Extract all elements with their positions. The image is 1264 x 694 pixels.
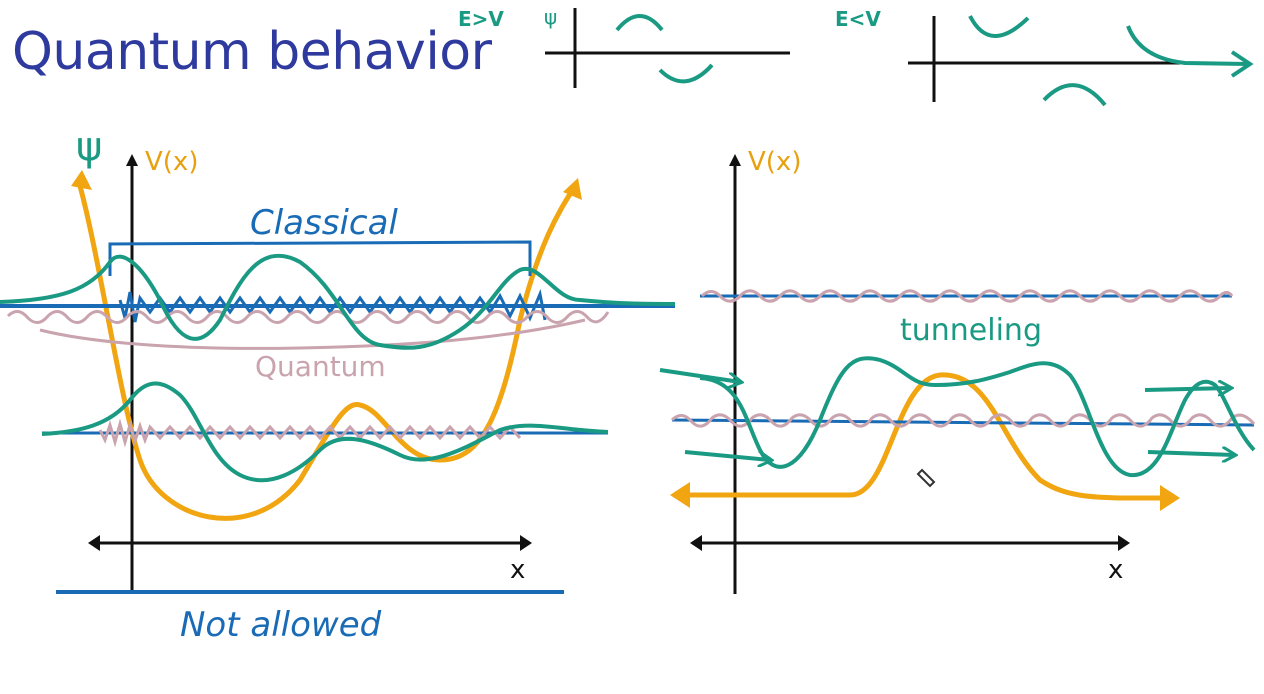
not-allowed-label: Not allowed [180,605,382,645]
left-panel: x V(x) ψ Classical Quantum Not allowed [0,124,676,645]
quantum-scribble-lower [98,418,522,448]
sketch-arrowhead [1230,50,1254,78]
slide-title: Quantum behavior [12,22,492,82]
pencil-cursor-icon [916,468,936,488]
x-axis-label: x [1108,555,1123,585]
barrier-arrow-left [670,482,690,508]
potential-barrier [678,372,1173,501]
wavefunction-upper [0,253,676,350]
sketch-condition-label: E<V [835,7,881,31]
potential-arrow-right [563,178,582,200]
incoming-arrow-upper [659,368,740,382]
vx-label: V(x) [748,147,801,177]
x-axis-arrow-left [690,535,702,551]
quantum-scribble-upper [700,289,1234,303]
energy-level-lower [671,418,1255,427]
classical-oscillation [118,288,547,323]
quantum-label: Quantum [255,350,386,383]
tunneling-wavefunction [699,356,1256,478]
quantum-scribble-upper [6,310,610,324]
sketch-wave-crest [615,14,664,32]
sketch-e-greater-v: E>V ψ [458,5,790,88]
psi-label: ψ [76,124,102,170]
barrier-arrow-right [1160,485,1180,511]
potential-arrow-left [71,170,92,190]
sketch-wave-bump [1042,83,1107,107]
classical-bracket [108,240,532,276]
classical-label: Classical [250,203,398,243]
outgoing-arrow-upper [1144,388,1230,390]
incoming-arrow-lower [684,450,770,460]
quantum-scribble-lower [670,413,1256,428]
sketch-psi-label: ψ [544,5,557,29]
x-axis-arrow-left [88,535,100,551]
right-panel: x V(x) tunneling [659,147,1256,594]
sketch-decay-arrow [1126,25,1249,66]
outgoing-arrow-lower [1147,452,1234,455]
x-axis-label: x [510,555,525,585]
vx-label: V(x) [145,147,198,177]
sketch-wave-trough [658,63,714,84]
sketch-condition-label: E>V [458,7,504,31]
sketch-wave-dip [968,15,1030,38]
quantum-bracket [39,318,586,350]
tunneling-label: tunneling [900,313,1042,348]
sketch-e-less-v: E<V [835,7,1254,107]
x-axis-arrow-right [1118,535,1130,551]
wavefunction-lower [41,381,609,483]
x-axis-arrow-right [520,535,532,551]
